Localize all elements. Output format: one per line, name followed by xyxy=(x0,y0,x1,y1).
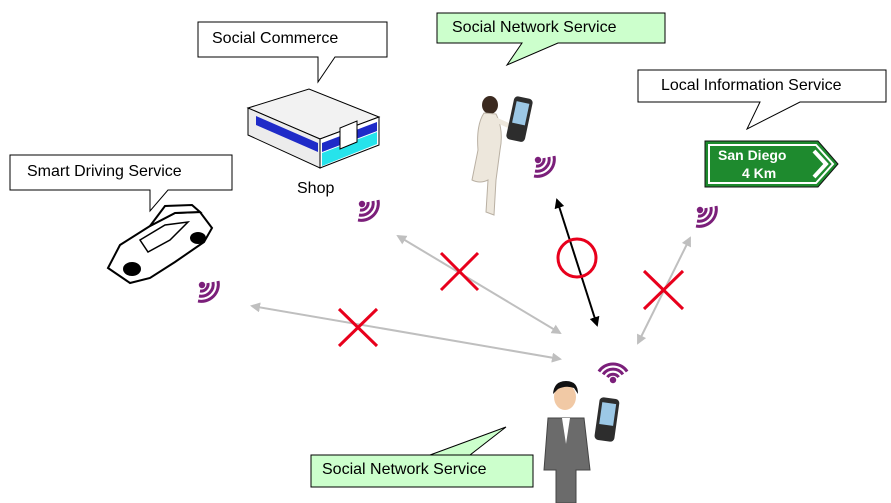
shop-icon xyxy=(246,88,381,169)
wifi-signal-icon xyxy=(356,198,380,222)
wifi-signal-icon xyxy=(597,362,629,384)
circle-mark-icon xyxy=(556,237,598,279)
callout-sns-bottom-label: Social Network Service xyxy=(322,461,487,478)
callout-local-info-label: Local Information Service xyxy=(661,77,842,94)
arrow-commerce xyxy=(396,234,562,335)
callout-social-commerce xyxy=(197,21,388,84)
wifi-signal-icon xyxy=(532,154,556,178)
man-with-phone-icon xyxy=(543,381,620,503)
shop-label: Shop xyxy=(297,180,335,197)
cross-mark-icon xyxy=(337,307,379,348)
arrow-sns xyxy=(554,198,600,327)
callout-sns-top xyxy=(436,12,666,67)
road-sign-icon xyxy=(704,140,839,188)
callout-sns-top-label: Social Network Service xyxy=(452,19,617,36)
cross-mark-icon xyxy=(642,269,685,311)
wifi-signal-icon xyxy=(694,204,718,228)
arrow-driving xyxy=(250,302,562,363)
woman-with-phone-icon xyxy=(471,96,533,216)
connector-arrows xyxy=(250,198,691,363)
cross-mark-icon xyxy=(439,251,480,292)
callout-smart-driving-label: Smart Driving Service xyxy=(27,163,182,180)
sign-line-1: San Diego xyxy=(718,147,787,163)
callout-sns-bottom xyxy=(310,426,534,488)
callout-local-info xyxy=(637,69,887,131)
sign-line-2: 4 Km xyxy=(742,165,777,181)
car-icon xyxy=(106,203,214,285)
wifi-signal-icon xyxy=(196,279,220,303)
callout-social-commerce-label: Social Commerce xyxy=(212,30,339,47)
callout-smart-driving xyxy=(9,154,233,213)
